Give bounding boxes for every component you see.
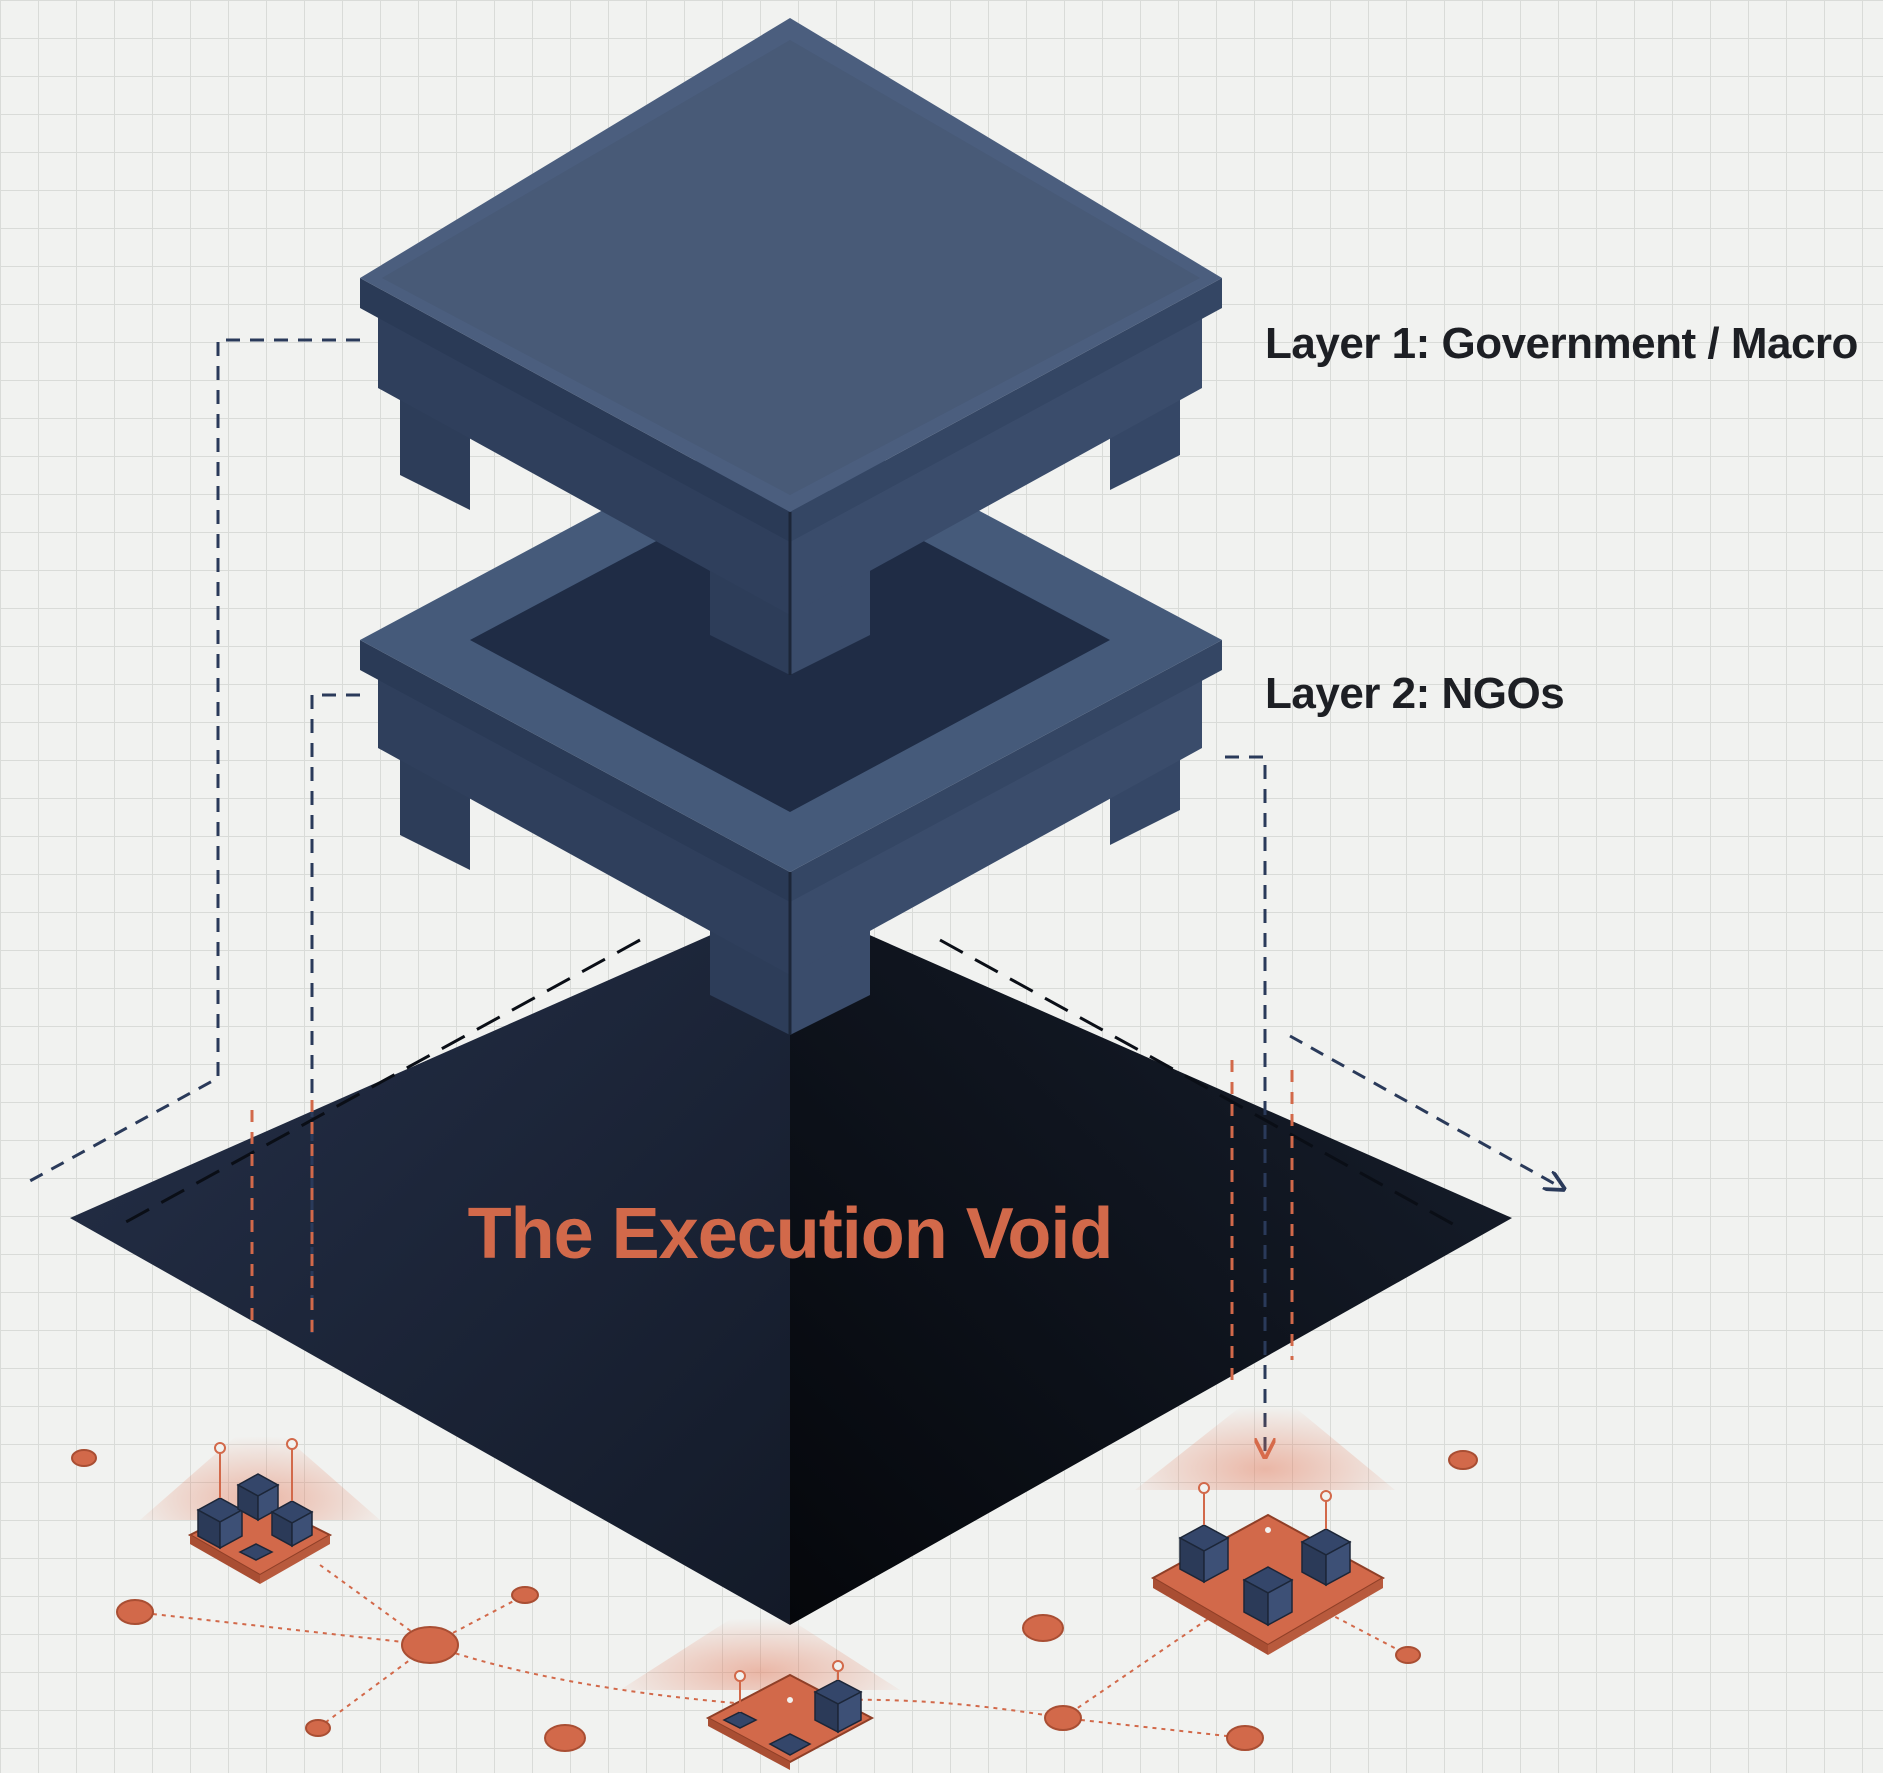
orange-drop-lines <box>250 1060 1294 1380</box>
network-dots <box>71 1449 1478 1752</box>
circuit-cluster-icon <box>140 1415 380 1584</box>
node-dot-icon <box>401 1626 459 1664</box>
node-dot-icon <box>116 1599 154 1625</box>
node-dot-icon <box>1448 1450 1478 1470</box>
layer-2-label: Layer 2: NGOs <box>1265 669 1564 718</box>
node-dot-icon <box>71 1449 97 1467</box>
node-dot-icon <box>511 1586 539 1604</box>
execution-void-label: The Execution Void <box>468 1194 1113 1274</box>
node-dot-icon <box>1395 1646 1421 1664</box>
execution-void-plane <box>70 900 1512 1625</box>
circuit-cluster-icon <box>620 1600 900 1770</box>
layer-1-block <box>360 18 1222 675</box>
node-dot-icon <box>1226 1725 1264 1751</box>
circuit-cluster-icon <box>1135 1385 1395 1655</box>
navy-connector-lines <box>27 338 1562 1455</box>
node-dot-icon <box>305 1719 331 1737</box>
node-dot-icon <box>544 1724 586 1752</box>
node-dot-icon <box>1044 1705 1082 1731</box>
layer-1-label: Layer 1: Government / Macro <box>1265 319 1858 368</box>
node-dot-icon <box>1022 1614 1064 1642</box>
